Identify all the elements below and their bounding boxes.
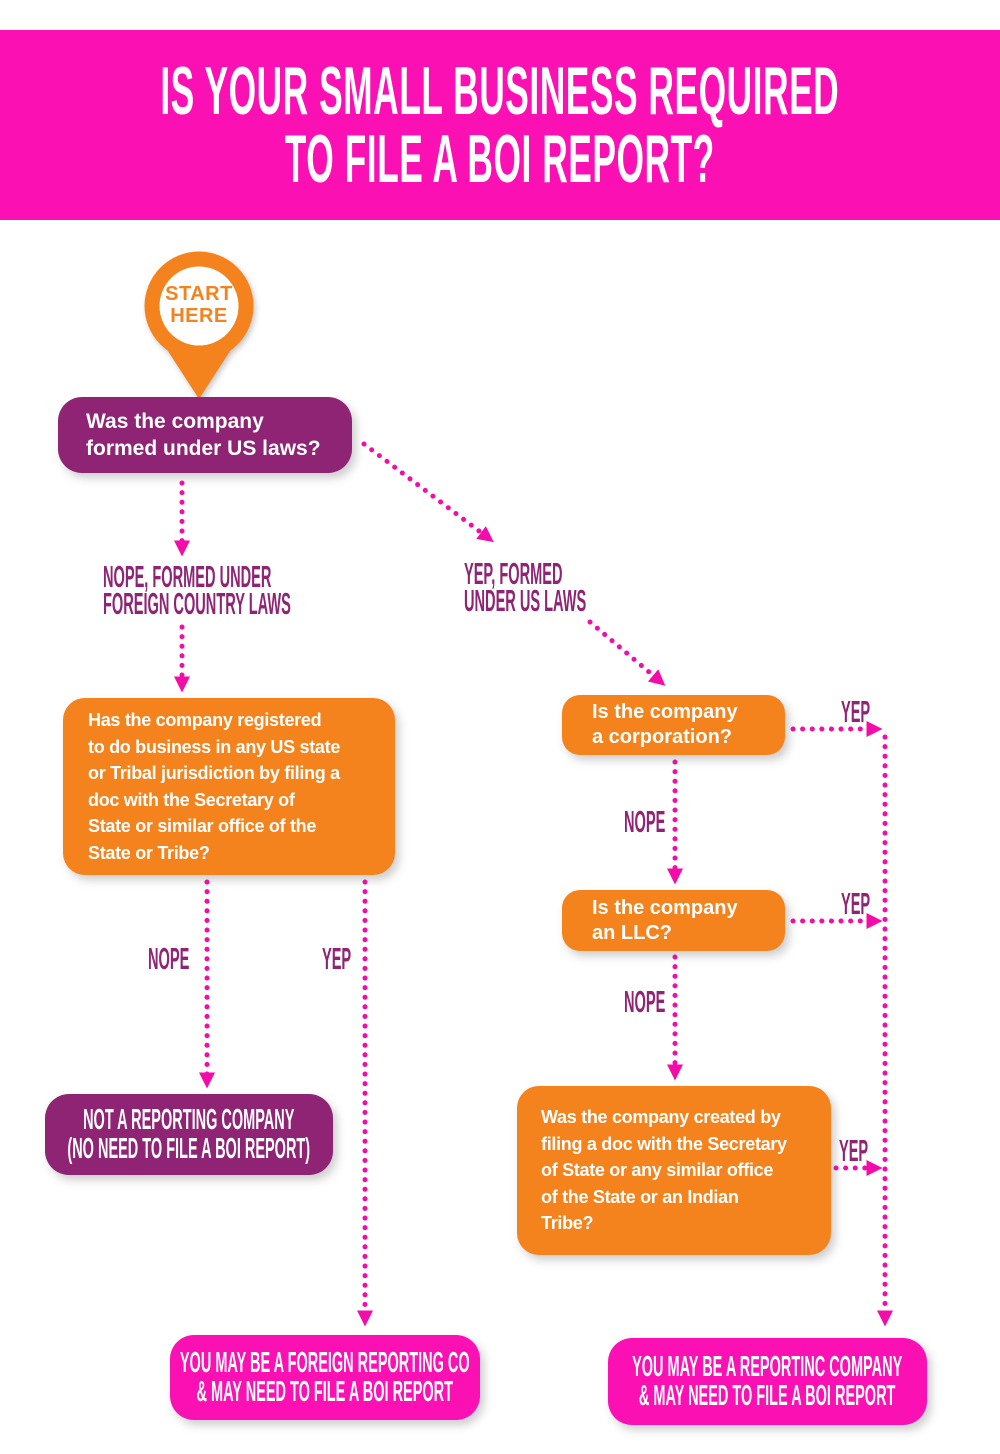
question-text-registered: Has the company registered to do busines… <box>88 710 341 863</box>
edge-label-created-yep: YEP <box>839 1133 901 1168</box>
edge-label-corporation-yep: YEP <box>841 694 903 729</box>
branch-label-nope-foreign-text: NOPE, FORMED UNDER FOREIGN COUNTRY LAWS <box>103 559 291 621</box>
question-box-llc: Is the company an LLC? <box>562 890 785 951</box>
edge-label-registered-nope-text: NOPE <box>148 941 190 976</box>
question-text-llc: Is the company an LLC? <box>592 896 738 944</box>
edge-label-corporation-nope: NOPE <box>624 804 712 839</box>
question-box-us-laws: Was the company formed under US laws? <box>58 397 352 473</box>
header-banner: IS YOUR SMALL BUSINESS REQUIRED TO FILE … <box>0 30 1000 220</box>
edge-label-corporation-yep-text: YEP <box>841 694 871 729</box>
question-box-created: Was the company created by filing a doc … <box>517 1086 831 1255</box>
result-box-not-reporting: NOT A REPORTING COMPANY (NO NEED TO FILE… <box>45 1094 333 1175</box>
edge-label-llc-nope: NOPE <box>624 984 712 1019</box>
page-title: IS YOUR SMALL BUSINESS REQUIRED TO FILE … <box>160 53 840 197</box>
question-text-corporation: Is the company a corporation? <box>592 701 738 748</box>
start-pin-label: START HERE <box>165 283 233 327</box>
branch-label-yep-us: YEP, FORMED UNDER US LAWS <box>464 556 724 618</box>
edge-label-llc-nope-text: NOPE <box>624 984 666 1019</box>
branch-label-yep-us-text: YEP, FORMED UNDER US LAWS <box>464 556 587 618</box>
edge-label-llc-yep: YEP <box>841 886 903 921</box>
edge-uslaws-yep <box>361 441 494 543</box>
edge-label-registered-yep: YEP <box>322 941 384 976</box>
start-pin-icon <box>144 251 254 399</box>
edge-label-corporation-nope-text: NOPE <box>624 804 666 839</box>
result-text-foreign-reporting: YOU MAY BE A FOREIGN REPORTING CO & MAY … <box>180 1346 470 1408</box>
result-text-not-reporting: NOT A REPORTING COMPANY (NO NEED TO FILE… <box>67 1103 311 1165</box>
edge-label-registered-yep-text: YEP <box>322 941 352 976</box>
edge-label-registered-nope: NOPE <box>148 941 236 976</box>
question-text-created: Was the company created by filing a doc … <box>541 1107 787 1234</box>
result-text-reporting: YOU MAY BE A REPORTINC COMPANY & MAY NEE… <box>632 1350 903 1412</box>
branch-label-nope-foreign: NOPE, FORMED UNDER FOREIGN COUNTRY LAWS <box>103 559 503 621</box>
result-box-foreign-reporting: YOU MAY BE A FOREIGN REPORTING CO & MAY … <box>170 1335 480 1420</box>
edge-yep-to-corporation <box>587 619 666 686</box>
edge-label-llc-yep-text: YEP <box>841 886 871 921</box>
result-box-reporting: YOU MAY BE A REPORTINC COMPANY & MAY NEE… <box>608 1338 927 1425</box>
question-text-us-laws: Was the company formed under US laws? <box>86 410 321 460</box>
edge-label-created-yep-text: YEP <box>839 1133 869 1168</box>
question-box-corporation: Is the company a corporation? <box>562 695 785 755</box>
question-box-registered: Has the company registered to do busines… <box>63 698 395 875</box>
